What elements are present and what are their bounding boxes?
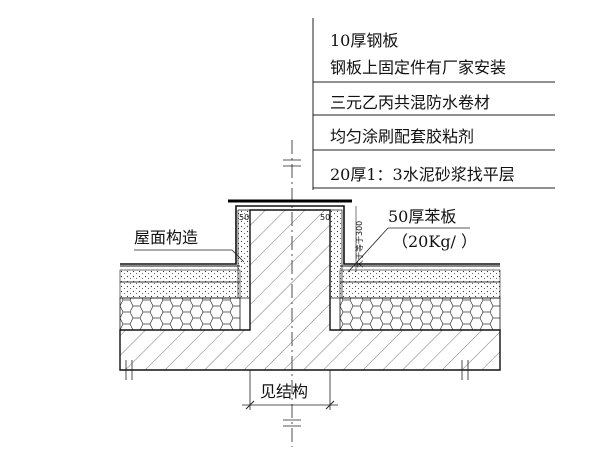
see-structure-label: 见结构 [260,382,308,401]
upturn-height-label: 大于等于300 [354,221,364,268]
break-lines [125,360,469,380]
dim-right: 50 [320,213,330,222]
callout-line-5: 20厚1：3水泥砂浆找平层 [330,165,515,184]
roof-construction-callout: 屋面构造 [134,228,245,263]
board-thickness-label: 50厚苯板 [388,207,456,226]
structure-dimension: 见结构 [242,370,338,410]
waterproof-membrane [120,205,500,265]
board-callout: 50厚苯板 （20Kg/ ） [347,207,477,273]
callout-line-2: 钢板上固定件有厂家安装 [330,58,506,77]
roof-construction-label: 屋面构造 [134,228,198,247]
callout-box [312,18,555,190]
insulation-layers [119,297,501,331]
board-density-label: （20Kg/ ） [392,232,477,251]
screed-layers [119,265,501,299]
callout-lines: 10厚钢板 钢板上固定件有厂家安装 三元乙丙共混防水卷材 均匀涂刷配套胶粘剂 2… [330,31,515,184]
callout-line-4: 均匀涂刷配套胶粘剂 [330,127,474,146]
dim-left: 50 [239,213,249,222]
curb-upturn-screed [237,209,343,299]
callout-line-3: 三元乙丙共混防水卷材 [330,93,490,112]
callout-line-1: 10厚钢板 [330,31,398,50]
